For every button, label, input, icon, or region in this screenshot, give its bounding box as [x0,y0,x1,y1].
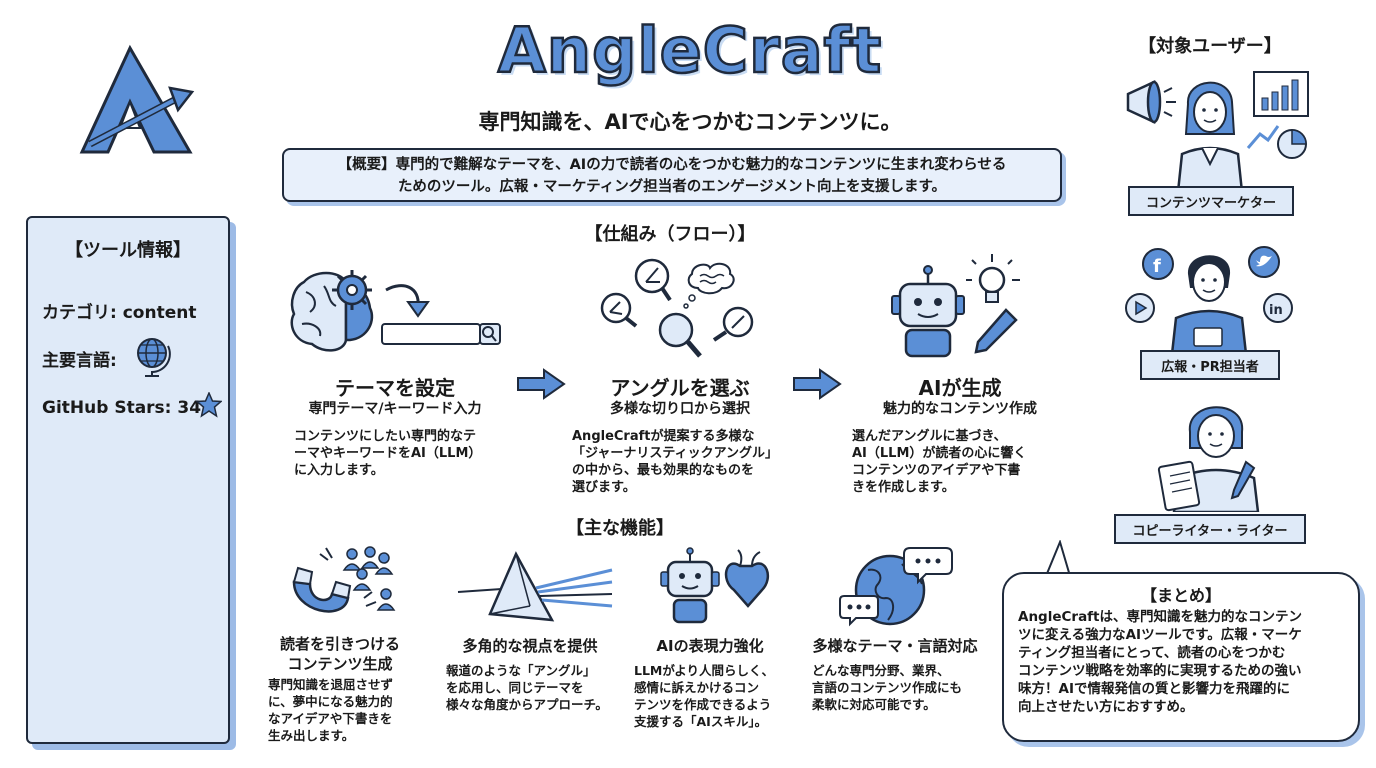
category-label: カテゴリ: content [42,303,197,323]
magnifier-angles-icon [596,254,766,364]
tool-info-panel: 【ツール情報】 カテゴリ: content 主要言語: GitHub Stars… [26,216,230,744]
feature-4-title: 多様なテーマ・言語対応 [812,637,978,655]
feature-4-desc: どんな専門分野、業界、 言語のコンテンツ作成にも 柔軟に対応可能です。 [812,663,963,712]
prism-icon [456,548,616,628]
step-2-desc: AngleCraftが提案する多様な 「ジャーナリスティックアングル」 の中から… [572,429,779,495]
step-3-title: AIが生成 [918,376,1002,400]
github-stars: GitHub Stars: 34 [42,398,202,418]
target-users-heading: 【対象ユーザー】 [1138,36,1282,57]
feature-3-desc: LLMがより人間らしく、 感情に訴えかけるコン テンツを作成できるよう 支援する… [634,663,774,729]
magnet-people-icon [284,542,400,626]
summary-heading: 【まとめ】 [1140,586,1221,605]
feature-1-title: 読者を引きつける コンテンツ生成 [279,635,400,673]
step-3-subtitle: 魅力的なコンテンツ作成 [883,401,1037,417]
feature-3-title: AIの表現力強化 [656,637,764,655]
tagline: 専門知識を、AIで心をつかむコンテンツに。 [478,110,902,134]
summary-box: 【まとめ】 AngleCraftは、専門知識を魅力的なコンテン ツに変える強力な… [1002,572,1360,742]
pr-illustration: f in [1124,238,1294,356]
feature-2-title: 多角的な視点を提供 [462,637,598,655]
features-heading: 【主な機能】 [566,518,674,539]
robot-heart-icon [656,546,776,630]
user-banner-copywriter: コピーライター・ライター [1114,514,1306,544]
feature-2-desc: 報道のような「アングル」 を応用し、同じテーマを 様々な角度からアプローチ。 [446,663,608,712]
marketer-illustration [1120,64,1320,194]
flow-arrow-icon [516,368,566,400]
overview-line: ためのツール。広報・マーケティング担当者のエンゲージメント向上を支援します。 [397,179,947,195]
step-1-subtitle: 専門テーマ/キーワード入力 [308,401,482,417]
tool-info-heading: 【ツール情報】 [65,240,191,261]
step-1-desc: コンテンツにしたい専門的なテ ーマやキーワードをAI（LLM） に入力します。 [294,429,482,478]
user-banner-pr: 広報・PR担当者 [1140,350,1280,380]
overview-line: 【概要】専門的で難解なテーマを、AIの力で読者の心をつかむ魅力的なコンテンツに生… [337,157,1007,173]
star-icon [195,391,223,418]
overview-box: 【概要】専門的で難解なテーマを、AIの力で読者の心をつかむ魅力的なコンテンツに生… [282,148,1062,202]
flow-arrow-icon [792,368,842,400]
svg-text:in: in [1269,303,1283,318]
globe-icon [134,336,174,378]
feature-1-desc: 専門知識を退屈させず に、夢中になる魅力的 なアイデアや下書きを 生み出します。 [268,677,394,743]
svg-text:f: f [1153,256,1161,277]
app-title: AngleCraft [497,13,883,89]
brain-gear-icon [284,262,504,358]
step-2-title: アングルを選ぶ [610,376,750,400]
summary-body: AngleCraftは、専門知識を魅力的なコンテン ツに変える強力なAIツールで… [1018,609,1303,715]
user-banner-marketer: コンテンツマーケター [1128,186,1294,216]
step-3-desc: 選んだアングルに基づき、 AI（LLM）が読者の心に響く コンテンツのアイデアや… [852,429,1027,495]
app-logo [70,40,200,160]
step-1-title: テーマを設定 [335,376,455,400]
copywriter-illustration [1150,392,1280,514]
language-label: 主要言語: [42,351,117,371]
step-2-subtitle: 多様な切り口から選択 [610,401,750,417]
speech-tail [1040,538,1080,577]
globe-chat-icon [838,540,958,632]
robot-lightbulb-icon [886,250,1036,360]
flow-heading: 【仕組み（フロー）】 [584,224,756,245]
